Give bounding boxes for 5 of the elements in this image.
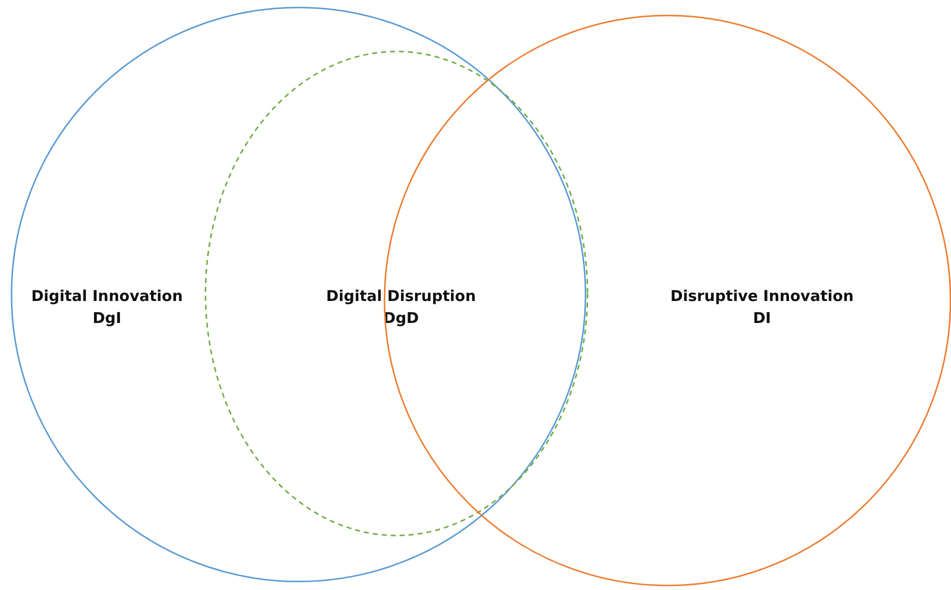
- set-label: Digital Innovation: [31, 286, 183, 307]
- set-abbreviation: DI: [752, 308, 772, 329]
- set-label: Disruptive Innovation: [670, 286, 854, 307]
- set-label: Digital Disruption: [326, 286, 476, 307]
- set-abbreviation: DgI: [92, 308, 122, 329]
